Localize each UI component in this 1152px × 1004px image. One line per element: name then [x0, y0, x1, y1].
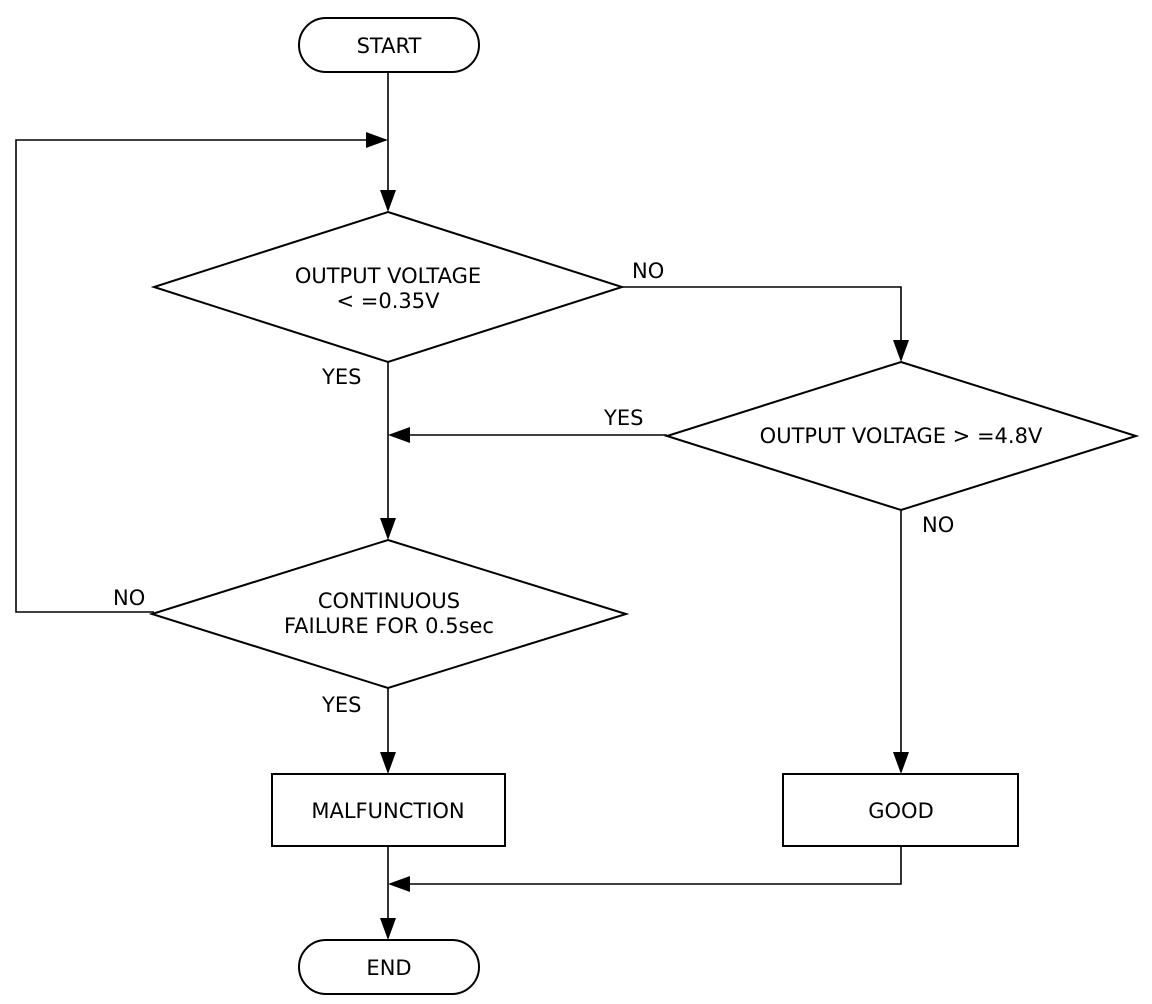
decision-low-line1: OUTPUT VOLTAGE — [295, 264, 481, 288]
edge-label-continuous-yes: YES — [321, 693, 361, 717]
decision-low-line2: < =0.35V — [337, 289, 441, 313]
arrowhead-into-decision-low — [380, 190, 396, 212]
end-terminator: END — [298, 939, 480, 995]
connector-good-to-end — [408, 846, 902, 885]
arrowhead-into-malfunction — [380, 752, 396, 774]
arrowhead-good-return — [388, 876, 410, 892]
malfunction-box: MALFUNCTION — [271, 773, 506, 847]
start-terminator: START — [298, 17, 480, 73]
arrowhead-into-end — [380, 918, 396, 940]
arrowhead-loop-back — [366, 132, 388, 148]
start-label: START — [357, 34, 422, 58]
arrowhead-into-decision-continuous — [380, 518, 396, 540]
edge-label-high-yes: YES — [603, 406, 643, 430]
decision-output-voltage-high: OUTPUT VOLTAGE > =4.8V — [663, 360, 1140, 512]
decision-continuous-line2: FAILURE FOR 0.5sec — [284, 614, 494, 638]
malfunction-label: MALFUNCTION — [311, 799, 464, 823]
decision-continuous-line1: CONTINUOUS — [318, 589, 460, 613]
decision-continuous-failure: CONTINUOUS FAILURE FOR 0.5sec — [148, 538, 630, 690]
edge-label-high-no: NO — [922, 513, 954, 537]
end-label: END — [366, 956, 411, 980]
arrowhead-into-decision-high — [893, 340, 909, 362]
connector-loop-back — [15, 139, 370, 613]
decision-output-voltage-low: OUTPUT VOLTAGE < =0.35V — [150, 210, 626, 364]
edge-label-low-no: NO — [632, 259, 664, 283]
connector-low-no-to-high — [622, 286, 902, 344]
arrowhead-into-good — [893, 752, 909, 774]
good-box: GOOD — [782, 773, 1019, 847]
arrowhead-high-yes — [388, 427, 410, 443]
edge-label-low-yes: YES — [321, 365, 361, 389]
decision-high-label: OUTPUT VOLTAGE > =4.8V — [760, 424, 1043, 448]
edge-label-continuous-no: NO — [113, 586, 145, 610]
good-label: GOOD — [868, 799, 934, 823]
